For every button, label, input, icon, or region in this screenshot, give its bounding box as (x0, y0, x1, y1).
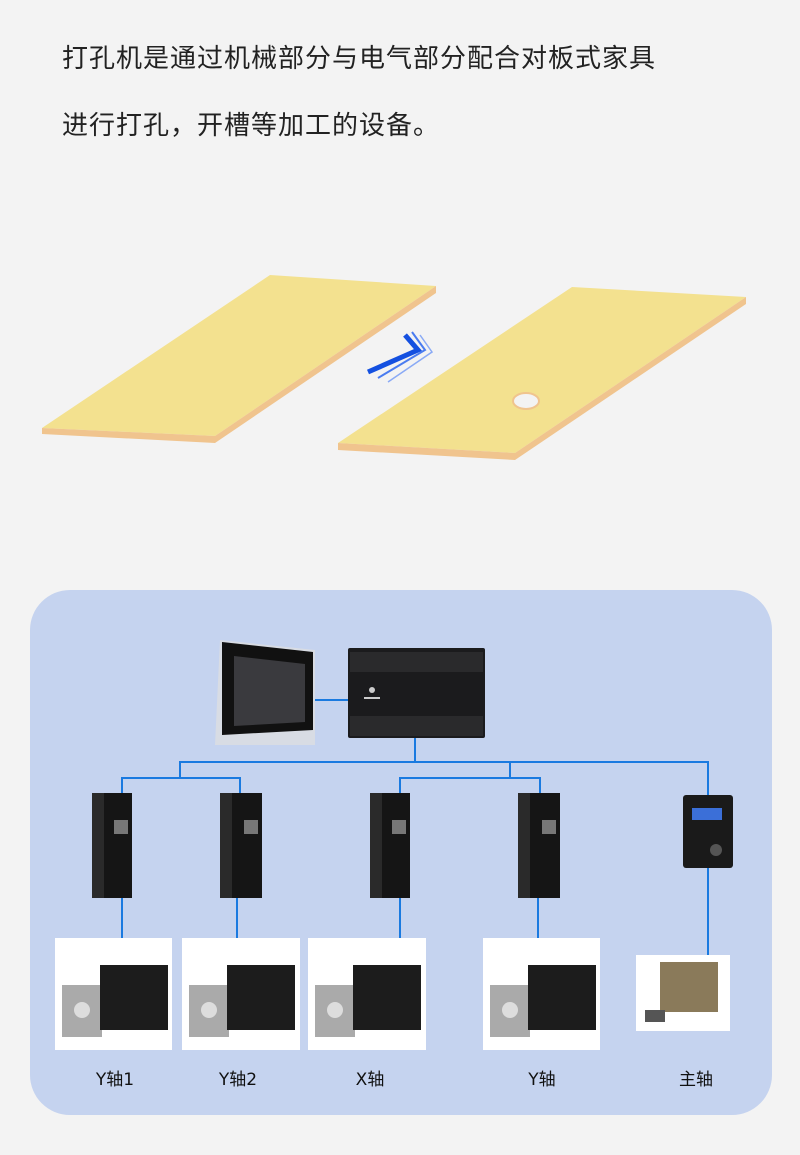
label-y-axis-2: Y轴2 (218, 1070, 258, 1090)
servo-driver (92, 793, 132, 898)
transform-arrow-icon (366, 331, 434, 383)
plain-board (42, 275, 436, 443)
servo-motor (308, 938, 426, 1050)
frequency-inverter (683, 795, 733, 868)
label-x-axis: X轴 (355, 1070, 385, 1090)
label-spindle: 主轴 (679, 1070, 713, 1090)
servo-driver (220, 793, 262, 898)
label-y-axis-1: Y轴1 (95, 1070, 135, 1090)
intro-line-1: 打孔机是通过机械部分与电气部分配合对板式家具 (62, 44, 657, 74)
spindle-motor (636, 955, 730, 1031)
drilled-board (338, 287, 746, 460)
servo-motor (182, 938, 300, 1050)
servo-driver (370, 793, 410, 898)
plc-controller (348, 648, 485, 738)
label-y-axis: Y轴 (528, 1070, 556, 1090)
servo-driver (518, 793, 560, 898)
intro-line-2: 进行打孔，开槽等加工的设备。 (62, 111, 441, 141)
servo-motor (55, 938, 172, 1050)
board-illustration (42, 275, 746, 460)
servo-motor (483, 938, 600, 1050)
drilled-hole (512, 392, 540, 410)
hmi-touchscreen (215, 640, 315, 745)
